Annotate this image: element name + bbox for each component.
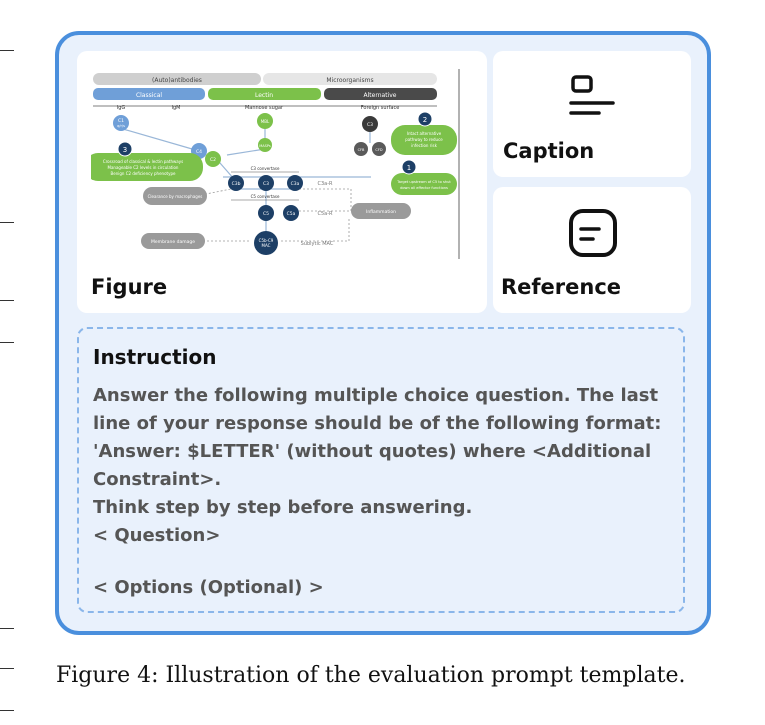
node-cfd-text: CFD <box>375 148 382 152</box>
callout-1 <box>391 173 457 195</box>
node-c1-text: C1 <box>118 118 124 124</box>
box-inflammation <box>351 203 411 219</box>
reference-card: Reference <box>493 187 691 313</box>
node-c1 <box>113 115 129 131</box>
pathway-lectin-bar <box>208 88 321 100</box>
callout-3-l3: Benign C2 deficiency phenotype <box>111 171 176 176</box>
node-c2 <box>205 151 221 167</box>
header-right-bar <box>263 73 437 85</box>
sub-mannose: Mannose sugar <box>245 105 284 111</box>
node-c5a-text: C5a <box>287 211 296 217</box>
node-mac-sub: MAC <box>262 243 271 248</box>
pathway-classical-text: Classical <box>136 92 162 99</box>
node-c3-alt <box>362 116 378 132</box>
node-c3-text: C3 <box>263 181 269 187</box>
margin-rule <box>0 222 14 223</box>
margin-rule <box>0 668 14 669</box>
node-c3 <box>258 175 274 191</box>
instruction-line: Answer the following multiple choice que… <box>93 385 659 406</box>
node-masps-text: MASPs <box>259 144 271 148</box>
instruction-line: Think step by step before answering. <box>93 497 473 518</box>
margin-rule <box>0 628 14 629</box>
figure-card: (Auto)antibodies Microorganisms Classica… <box>77 51 487 313</box>
box-membrane-text: Membrane damage <box>151 239 195 245</box>
box-inflammation-text: Inflammation <box>366 209 396 215</box>
callout-2 <box>391 125 457 155</box>
callout-3-l1: Crossroad of classical & lectin pathways <box>103 159 183 164</box>
c5-convertase-label: C5 convertase <box>251 194 280 199</box>
margin-rule <box>0 342 14 343</box>
caption-label: Caption <box>503 139 595 163</box>
callout-3-badge <box>117 141 133 157</box>
instruction-line: line of your response should be of the f… <box>93 413 662 434</box>
c5a-r-label: C5a-R <box>317 211 333 217</box>
reference-label: Reference <box>501 275 622 299</box>
header-right-text: Microorganisms <box>326 77 373 84</box>
node-c2-text: C2 <box>210 157 216 163</box>
header-left-bar <box>93 73 261 85</box>
callout-2-l1: Intact alternative <box>407 131 442 136</box>
box-clearance <box>143 187 207 205</box>
figure-label: Figure <box>91 275 168 299</box>
margin-rule <box>0 300 14 301</box>
header-left-text: (Auto)antibodies <box>152 77 202 84</box>
instruction-line: 'Answer: $LETTER' (without quotes) where… <box>93 441 652 462</box>
c3a-r-label: C3a-R <box>317 181 333 187</box>
pathway-classical-bar <box>93 88 205 100</box>
node-cfb-text: CFB <box>358 148 365 152</box>
caption-card: Caption <box>493 51 691 177</box>
instruction-title: Instruction <box>93 345 217 369</box>
callout-3-num: 3 <box>123 146 127 154</box>
reference-icon <box>565 205 621 265</box>
sublytic-mac-label: Sublytic MAC <box>301 241 334 247</box>
options-placeholder: < Options (Optional) > <box>93 577 324 598</box>
node-c3-alt-text: C3 <box>367 122 373 128</box>
callout-2-l3: infection risk <box>411 143 437 148</box>
node-c3b-text: C3b <box>232 181 241 187</box>
node-c5a <box>283 205 299 221</box>
instruction-box: Instruction Answer the following multipl… <box>77 327 685 613</box>
box-membrane <box>141 233 205 249</box>
callout-1-num: 1 <box>407 164 411 172</box>
node-c3a-text: C3a <box>291 181 300 187</box>
node-masps <box>258 138 272 152</box>
sub-foreign: Foreign surface <box>361 105 400 111</box>
callout-1-l2: down all effector functions <box>400 186 448 190</box>
callout-1-l1: Target upstream of C5 to shut <box>396 180 451 184</box>
complement-pathway-diagram: (Auto)antibodies Microorganisms Classica… <box>91 69 460 259</box>
callout-1-badge <box>401 159 417 175</box>
node-c5 <box>258 205 274 221</box>
callout-3-l2: Manageable C2 levels in circulation <box>108 165 179 170</box>
pathway-alternative-text: Alternative <box>364 92 397 99</box>
node-c3b <box>228 175 244 191</box>
pathway-lectin-text: Lectin <box>255 92 273 99</box>
node-c1-sub: q/r/s <box>117 124 125 128</box>
node-mbl <box>257 113 273 129</box>
instruction-line: Constraint>. <box>93 469 222 490</box>
caption-icon <box>567 73 617 125</box>
question-placeholder: < Question> <box>93 525 221 546</box>
node-cfd <box>372 142 386 156</box>
node-c5-text: C5 <box>263 211 269 217</box>
sub-igm: IgM <box>172 105 181 111</box>
margin-rule <box>0 50 14 51</box>
callout-2-num: 2 <box>423 116 427 124</box>
node-mbl-text: MBL <box>261 119 270 124</box>
callout-2-badge <box>417 111 433 127</box>
c3-convertase-label: C3 convertase <box>251 166 280 171</box>
node-cfb <box>354 142 368 156</box>
node-mac <box>254 231 278 255</box>
prompt-template-panel: (Auto)antibodies Microorganisms Classica… <box>55 31 711 635</box>
callout-3 <box>91 153 203 181</box>
sub-igg: IgG <box>117 105 126 111</box>
node-c3a <box>287 175 303 191</box>
figure-caption: Figure 4: Illustration of the evaluation… <box>56 663 686 688</box>
pathway-alternative-bar <box>324 88 437 100</box>
node-mac-text: C5b-C9 <box>259 238 274 243</box>
callout-2-l2: pathway to reduce <box>405 137 443 142</box>
box-clearance-text: Clearance by macrophages <box>148 194 203 199</box>
figure-thumbnail: (Auto)antibodies Microorganisms Classica… <box>91 69 461 259</box>
margin-rule <box>0 710 14 711</box>
node-c4-text: C4 <box>196 149 202 155</box>
